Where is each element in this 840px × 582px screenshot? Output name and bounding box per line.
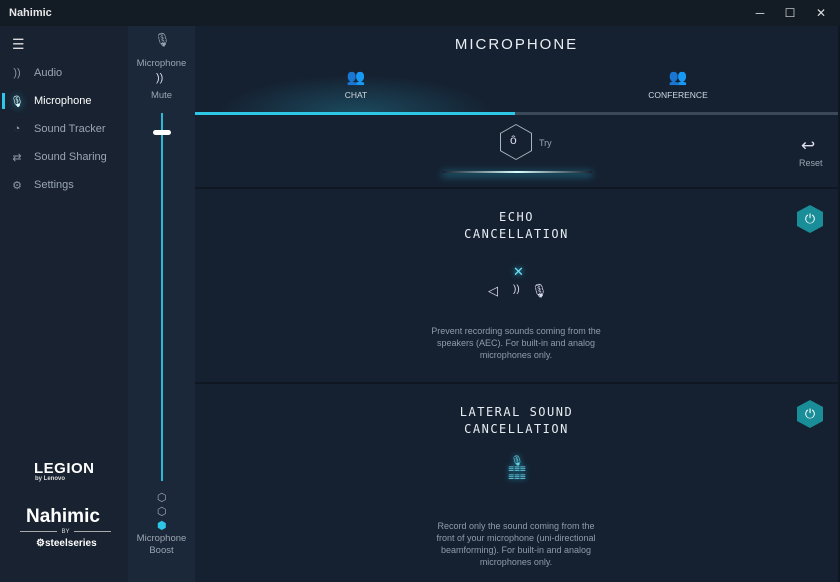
lateral-description: Record only the sound coming from the fr… — [436, 521, 596, 567]
tab-indicator-active — [195, 112, 515, 115]
settings-icon: ⚙ — [12, 179, 22, 192]
by-text: BY — [57, 528, 74, 536]
tab-conference[interactable]: 👥 CONFERENCE — [517, 68, 839, 114]
reset-icon[interactable]: ↩ — [801, 136, 816, 155]
sidebar-item-sound-tracker[interactable]: ◔ Sound Tracker — [0, 116, 128, 142]
chat-icon: 👥 — [346, 69, 366, 86]
conference-icon: 👥 — [668, 69, 688, 86]
speaker-icon: ◁ — [488, 283, 498, 298]
echo-title: ECHO CANCELLATION — [195, 209, 838, 243]
echo-title-line2: CANCELLATION — [464, 227, 569, 241]
lateral-title-line1: LATERAL SOUND — [459, 405, 574, 419]
maximize-button[interactable]: ☐ — [784, 6, 796, 20]
sidebar-item-label: Settings — [34, 179, 74, 191]
microphone-icon: 🎙 — [10, 95, 24, 108]
steelseries-logo: ⚙steelseries — [36, 538, 97, 549]
tab-label: CONFERENCE — [648, 90, 708, 100]
tab-label: CHAT — [344, 90, 368, 100]
try-microphone-icon: ô — [510, 133, 517, 147]
microphone-icon: 🎙 — [531, 283, 548, 298]
try-label[interactable]: Try — [539, 138, 552, 148]
sidebar-item-sound-sharing[interactable]: ⇄ Sound Sharing — [0, 144, 128, 170]
sidebar-item-label: Audio — [34, 67, 63, 79]
title-bar: Nahimic ─ ☐ ✕ — [0, 0, 840, 26]
minimize-button[interactable]: ─ — [755, 6, 765, 20]
divider — [195, 382, 838, 384]
try-level-glow — [442, 171, 592, 173]
sidebar-item-microphone[interactable]: 🎙 Microphone — [0, 88, 128, 114]
blocked-x-icon: ✕ — [513, 264, 524, 279]
mute-icon[interactable]: )) — [156, 72, 164, 84]
echo-description: Prevent recording sounds coming from the… — [431, 326, 601, 360]
lenovo-text: by Lenovo — [35, 476, 66, 482]
reset-button[interactable]: Reset — [799, 158, 823, 168]
boost-level-3[interactable]: ⬢ — [157, 520, 167, 532]
sidebar-item-label: Microphone — [34, 95, 92, 107]
beamforming-icon: 🎙≡≡≡≡≡≡ — [508, 456, 526, 483]
mute-button[interactable]: Mute — [150, 90, 173, 101]
page-title: MICROPHONE — [454, 36, 579, 53]
divider — [195, 187, 838, 189]
sound-tracker-icon: ◔ — [13, 123, 21, 135]
hamburger-menu-icon[interactable]: ☰ — [12, 36, 25, 52]
sidebar-item-label: Sound Tracker — [34, 123, 106, 135]
audio-icon: )) — [13, 67, 21, 79]
nahimic-logo: Nahimic — [26, 506, 100, 527]
volume-slider-thumb[interactable] — [153, 130, 171, 135]
microphone-label: Microphone — [136, 58, 187, 69]
sidebar-item-settings[interactable]: ⚙ Settings — [0, 172, 128, 198]
sound-sharing-icon: ⇄ — [12, 151, 22, 164]
echo-title-line1: ECHO — [499, 210, 534, 224]
legion-logo: LEGION — [34, 460, 95, 477]
lateral-title: LATERAL SOUND CANCELLATION — [195, 404, 838, 438]
boost-level-1[interactable]: ⬡ — [157, 492, 167, 504]
close-button[interactable]: ✕ — [815, 6, 827, 20]
lateral-title-line2: CANCELLATION — [464, 422, 569, 436]
boost-label: Microphone Boost — [136, 533, 187, 556]
sidebar-item-label: Sound Sharing — [34, 151, 107, 163]
tab-indicator — [515, 112, 838, 115]
sidebar: ☰ )) Audio 🎙 Microphone ◔ Sound Tracker ⇄ So… — [0, 26, 128, 582]
by-divider: BY — [20, 528, 111, 540]
sidebar-item-audio[interactable]: )) Audio — [0, 60, 128, 86]
window-title: Nahimic — [9, 7, 52, 19]
main-panel: MICROPHONE 👥 CHAT 👥 CONFERENCE ô Try ↩ Res… — [195, 26, 838, 582]
microphone-icon: 🎙 — [154, 32, 171, 47]
tab-chat[interactable]: 👥 CHAT — [195, 68, 517, 114]
sound-waves-icon: )) — [513, 284, 520, 295]
boost-level-2[interactable]: ⬡ — [157, 506, 167, 518]
volume-slider-track[interactable] — [161, 113, 163, 481]
